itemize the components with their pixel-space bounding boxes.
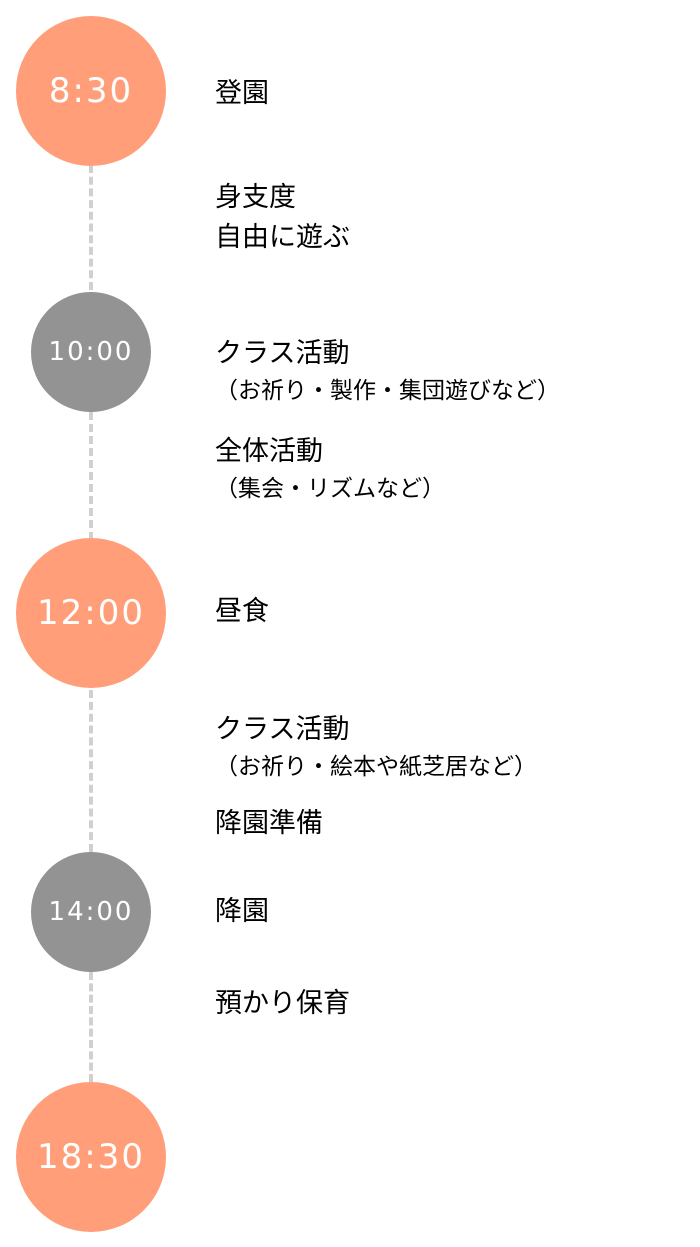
timeline-connector: [89, 165, 93, 290]
event-note: （お祈り・絵本や紙芝居など）: [215, 754, 537, 780]
event-label: 降園: [215, 896, 269, 927]
event-departure: 降園: [215, 892, 269, 932]
event-departure-prep: 降園準備: [215, 804, 323, 844]
event-class-activity-morning: クラス活動 （お祈り・製作・集団遊びなど）: [215, 334, 560, 408]
time-label: 8:30: [48, 71, 134, 111]
event-label: クラス活動: [215, 714, 350, 745]
time-marker-1830: 18:30: [16, 1082, 166, 1232]
event-label: 昼食: [215, 596, 269, 627]
event-arrival: 登園: [215, 74, 269, 114]
time-label: 10:00: [48, 337, 134, 367]
event-note: （集会・リズムなど）: [215, 476, 445, 502]
time-label: 18:30: [37, 1137, 145, 1177]
time-label: 12:00: [37, 593, 145, 633]
timeline-connector: [89, 412, 93, 540]
event-class-activity-afternoon: クラス活動 （お祈り・絵本や紙芝居など）: [215, 710, 537, 784]
time-label: 14:00: [48, 897, 134, 927]
time-marker-1200: 12:00: [16, 538, 166, 688]
time-marker-0830: 8:30: [16, 16, 166, 166]
event-label: 全体活動: [215, 436, 323, 467]
event-note: （お祈り・製作・集団遊びなど）: [215, 378, 560, 404]
event-extended-care: 預かり保育: [215, 984, 350, 1024]
event-label: 登園: [215, 78, 269, 109]
event-group-activity: 全体活動 （集会・リズムなど）: [215, 432, 445, 506]
event-label: 預かり保育: [215, 988, 350, 1019]
event-label: 降園準備: [215, 808, 323, 839]
time-marker-1000: 10:00: [31, 292, 151, 412]
event-morning-prep: 身支度 自由に遊ぶ: [215, 178, 350, 258]
event-label: 自由に遊ぶ: [215, 222, 350, 253]
event-label: クラス活動: [215, 338, 350, 369]
event-lunch: 昼食: [215, 592, 269, 632]
timeline-connector: [89, 972, 93, 1082]
event-label: 身支度: [215, 182, 296, 213]
time-marker-1400: 14:00: [31, 852, 151, 972]
timeline-connector: [89, 690, 93, 852]
